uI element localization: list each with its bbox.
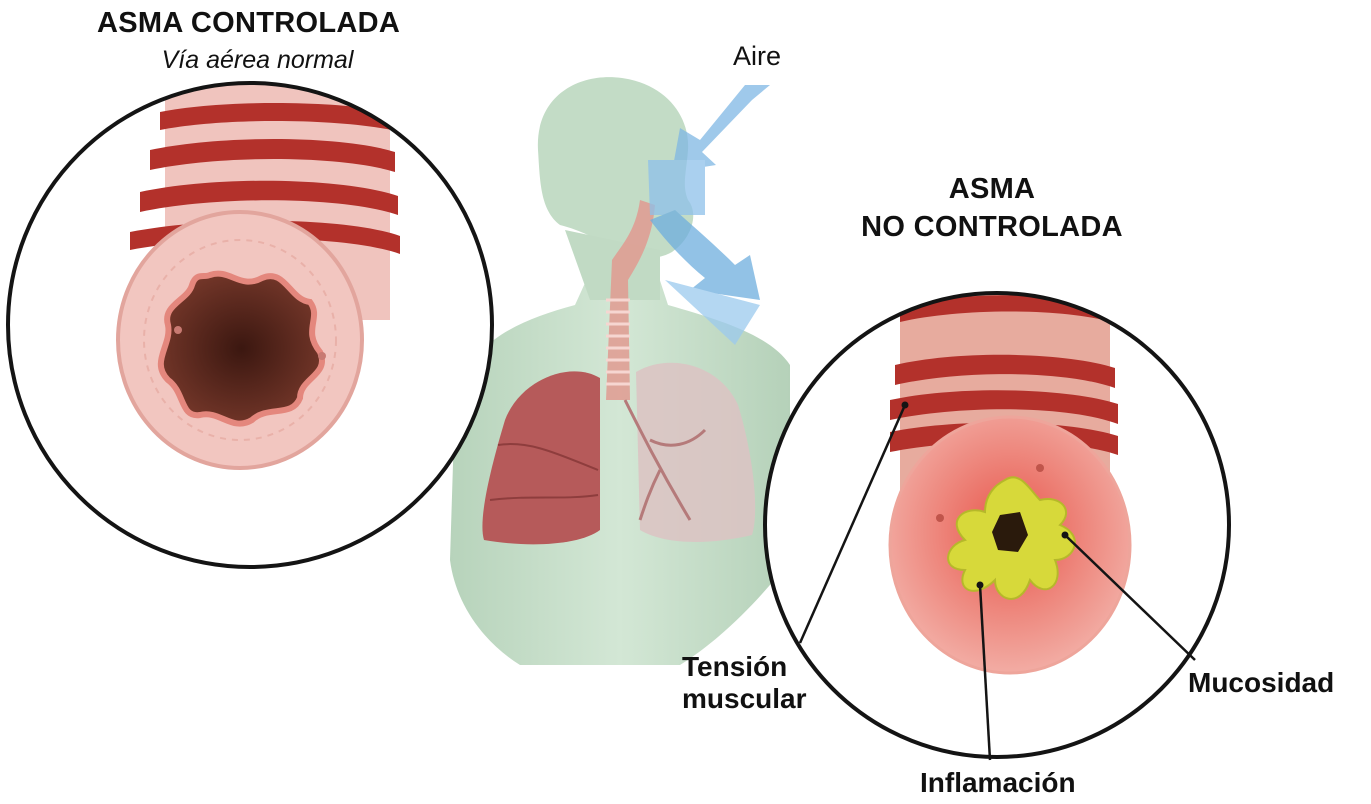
muscle-label-line2: muscular [682, 683, 842, 715]
controlled-asthma-title: ASMA CONTROLADA [97, 8, 400, 38]
open-lumen [161, 274, 322, 424]
uncontrolled-title-line2: NO CONTROLADA [840, 208, 1144, 246]
normal-airway-illustration [8, 60, 492, 567]
muscle-tension-label: Tensión muscular [682, 651, 842, 715]
air-label: Aire [733, 42, 781, 70]
muscle-label-line1: Tensión [682, 651, 842, 683]
inflammation-label: Inflamación [920, 768, 1076, 797]
normal-airway-subtitle: Vía aérea normal [0, 47, 515, 73]
mucus-label: Mucosidad [1188, 668, 1334, 697]
uncontrolled-title-line1: ASMA [840, 170, 1144, 208]
uncontrolled-asthma-title: ASMA NO CONTROLADA [840, 170, 1144, 246]
